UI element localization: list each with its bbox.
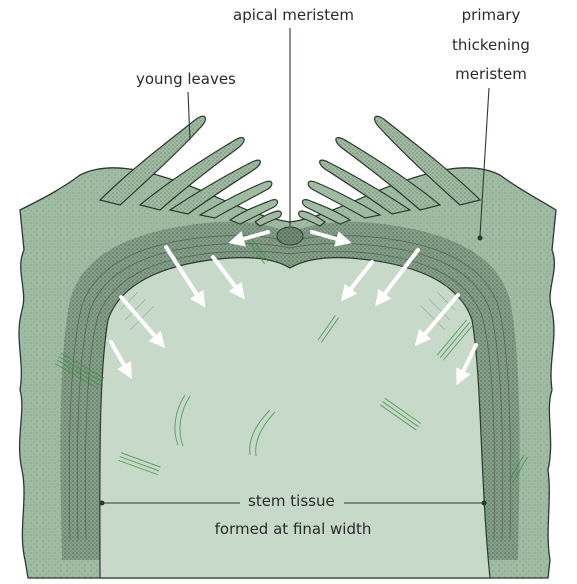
stem-tissue-right-marker <box>482 501 487 506</box>
primary-thickening-label-line2: thickening <box>436 36 546 54</box>
thickening-meristem-marker <box>478 236 483 241</box>
apical-meristem-label: apical meristem <box>233 6 354 24</box>
stem-tissue-label-line2: formed at final width <box>198 520 388 538</box>
young-leaves-label: young leaves <box>136 70 236 88</box>
stem-tissue-left-marker <box>100 501 105 506</box>
primary-thickening-label-line1: primary <box>436 6 546 24</box>
stem-tissue-label-line1: stem tissue <box>243 492 340 510</box>
primary-thickening-label-line3: meristem <box>436 65 546 83</box>
